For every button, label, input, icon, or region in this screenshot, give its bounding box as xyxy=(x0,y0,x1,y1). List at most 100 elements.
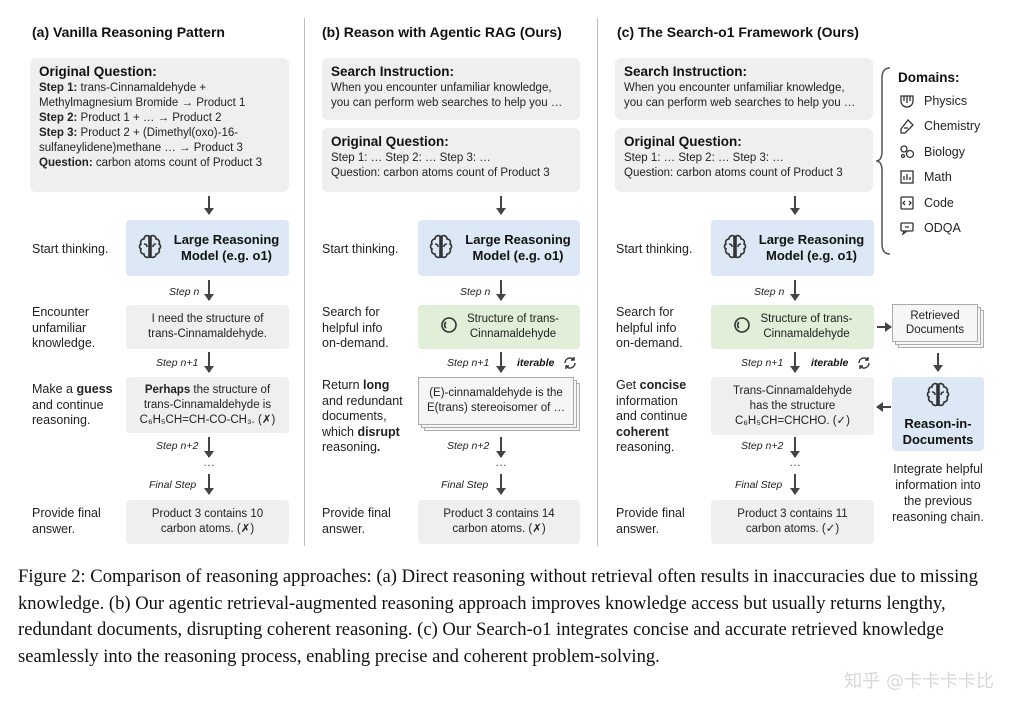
reason-in-documents-box: Reason-in-Documents xyxy=(892,377,984,451)
flow-arrow xyxy=(790,280,800,301)
original-question-box: Original Question: Step 1: … Step 2: … S… xyxy=(615,128,873,192)
search-query-box: Structure of trans-Cinnamaldehyde xyxy=(418,305,580,349)
search-icon xyxy=(439,315,459,340)
domain-item: ODQA xyxy=(898,216,980,242)
start-thinking-label: Start thinking. xyxy=(322,242,399,256)
biology-icon xyxy=(898,143,916,161)
box-line: Question: carbon atoms count of Product … xyxy=(39,157,263,169)
column-separator xyxy=(304,18,305,546)
flow-arrow xyxy=(496,280,506,301)
refined-step-box: Trans-Cinnamaldehyde has the structure C… xyxy=(711,377,874,435)
domain-item: Math xyxy=(898,165,980,191)
domain-item: Physics xyxy=(898,88,980,114)
flow-arrow xyxy=(496,474,506,495)
ellipsis: … xyxy=(789,455,802,469)
flow-arrow xyxy=(790,437,800,458)
step-label: Final Step xyxy=(441,479,489,491)
flow-arrow xyxy=(496,196,506,215)
domain-item: Chemistry xyxy=(898,114,980,140)
step-label: Step n xyxy=(169,286,200,298)
brain-icon xyxy=(427,232,455,265)
box-heading: Original Question: xyxy=(39,64,157,79)
flow-arrow xyxy=(496,352,506,373)
loop-icon xyxy=(562,355,578,376)
flow-arrow xyxy=(790,196,800,215)
box-line: Step 2: Product 1 + … → Product 2 xyxy=(39,112,222,124)
flow-arrow xyxy=(876,402,891,412)
flow-arrow xyxy=(790,352,800,373)
search-instruction-box: Search Instruction: When you encounter u… xyxy=(322,58,580,120)
brain-icon xyxy=(136,232,164,265)
step-label: Step n+1 xyxy=(156,357,199,369)
flow-arrow xyxy=(496,437,506,458)
brain-icon xyxy=(924,380,952,413)
flow-arrow xyxy=(933,353,943,372)
original-question-box: Original Question: Step 1: trans-Cinnama… xyxy=(30,58,289,192)
row-label: Return long and redundant documents, whi… xyxy=(322,378,403,454)
physics-icon xyxy=(898,92,916,110)
search-icon xyxy=(732,315,752,340)
step-label: Final Step xyxy=(149,479,197,491)
flow-arrow xyxy=(204,474,214,495)
flow-arrow xyxy=(204,352,214,373)
iterable-label: iterable xyxy=(517,357,555,369)
brain-icon xyxy=(721,232,749,265)
step-label: Step n+2 xyxy=(447,440,490,452)
flow-arrow xyxy=(204,196,214,215)
domains-list: Domains: Physics Chemistry Biology Math … xyxy=(898,70,980,241)
loop-icon xyxy=(856,355,872,376)
domains-brace xyxy=(875,67,891,255)
row-label: Get concise information and continue coh… xyxy=(616,378,688,454)
start-thinking-label: Start thinking. xyxy=(616,242,693,256)
row-label: Make a guess and continue reasoning. xyxy=(32,382,113,427)
column-c-title: (c) The Search-o1 Framework (Ours) xyxy=(617,24,859,40)
rid-label: Reason-in-Documents xyxy=(902,416,974,447)
search-instruction-box: Search Instruction: When you encounter u… xyxy=(615,58,873,120)
chemistry-icon xyxy=(898,117,916,135)
watermark: 知乎 @卡卡卡卡比 xyxy=(844,671,994,692)
guess-step-box: Perhaps the structure of trans-Cinnamald… xyxy=(126,377,289,433)
ellipsis: … xyxy=(203,455,216,469)
step-label: Final Step xyxy=(735,479,783,491)
start-thinking-label: Start thinking. xyxy=(32,242,109,256)
original-question-box: Original Question: Step 1: … Step 2: … S… xyxy=(322,128,580,192)
column-separator xyxy=(597,18,598,546)
box-line: Step 3: Product 2 + (Dimethyl(oxo)-16- xyxy=(39,127,239,139)
iterable-label: iterable xyxy=(811,357,849,369)
column-a-title: (a) Vanilla Reasoning Pattern xyxy=(32,24,225,40)
step-label: Step n xyxy=(460,286,491,298)
step-label: Step n xyxy=(754,286,785,298)
domain-item: Biology xyxy=(898,139,980,165)
step-label: Step n+1 xyxy=(741,357,784,369)
odqa-icon xyxy=(898,219,916,237)
column-b-title: (b) Reason with Agentic RAG (Ours) xyxy=(322,24,562,40)
domain-item: Code xyxy=(898,190,980,216)
code-icon xyxy=(898,194,916,212)
box-line: sulfaneylidene)methane … → Product 3 xyxy=(39,142,243,154)
step-label: Step n+2 xyxy=(741,440,784,452)
flow-arrow xyxy=(204,280,214,301)
search-query-box: Structure of trans-Cinnamaldehyde xyxy=(711,305,874,349)
box-line: Methylmagnesium Bromide → Product 1 xyxy=(39,97,246,109)
step-label: Step n+1 xyxy=(447,357,490,369)
figure-caption: Figure 2: Comparison of reasoning approa… xyxy=(18,566,978,667)
step-label: Step n+2 xyxy=(156,440,199,452)
